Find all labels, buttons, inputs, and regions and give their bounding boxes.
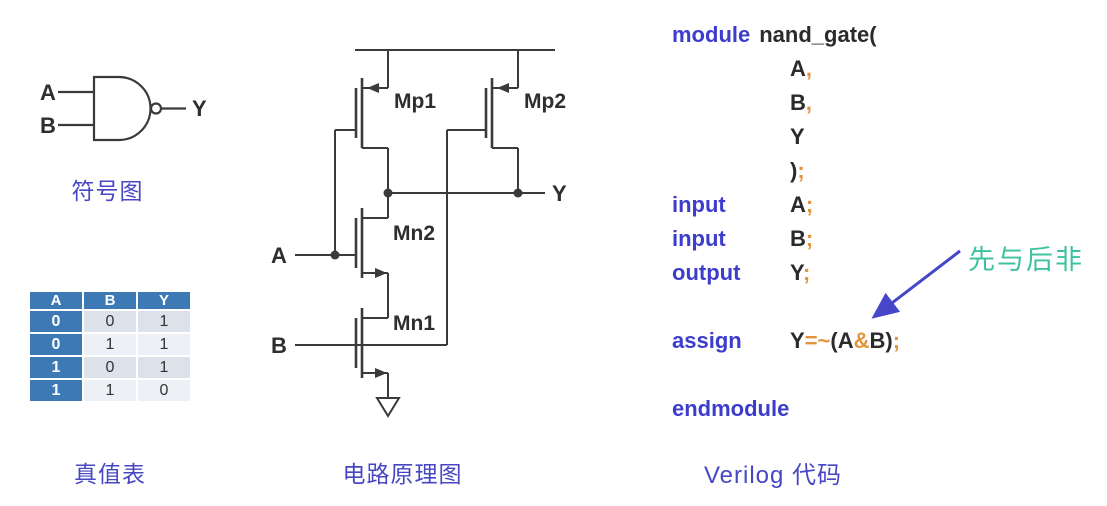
annotation-text: 先与后非 [968, 245, 1084, 275]
symbol-input-b-label: B [40, 113, 56, 138]
code-line: output Y; [672, 256, 900, 290]
code-token: B [790, 90, 806, 115]
code-line: input B; [672, 222, 900, 256]
nmos-mn1-transistor [354, 308, 389, 398]
table-cell: 1 [138, 357, 190, 378]
ground-icon [375, 397, 401, 418]
code-token: A [790, 192, 806, 217]
code-line: module nand_gate( [672, 18, 900, 52]
pmos-arrow-icon [367, 83, 379, 93]
truth-table-caption: 真值表 [74, 461, 146, 487]
code-keyword: assign [672, 328, 742, 353]
schematic-caption: 电路原理图 [342, 461, 463, 487]
code-token: ) [790, 158, 798, 183]
code-token: ; [892, 328, 901, 353]
junction-dot [513, 188, 523, 198]
code-token: Y [790, 124, 805, 149]
table-cell: 1 [84, 380, 136, 401]
code-line: Y [672, 120, 900, 154]
code-token: nand_gate( [759, 22, 877, 47]
symbol-input-a-label: A [40, 80, 56, 105]
table-row: 0 1 1 [30, 334, 190, 355]
table-cell: 0 [84, 357, 136, 378]
code-keyword: module [672, 22, 751, 47]
nmos-arrow-icon [375, 268, 387, 278]
truth-table: A B Y 0 0 1 0 1 1 1 0 1 1 1 0 [28, 290, 192, 403]
code-token: , [805, 90, 813, 115]
pmos-mp2-transistor [446, 50, 519, 345]
symbol-caption: 符号图 [71, 178, 144, 204]
code-token: ; [805, 226, 814, 251]
table-cell: 0 [84, 311, 136, 332]
code-token: A [790, 56, 806, 81]
mp2-label: Mp2 [524, 90, 566, 113]
table-row: 0 0 1 [30, 311, 190, 332]
code-token: , [805, 56, 813, 81]
code-keyword: input [672, 226, 726, 251]
truth-table-header: B [84, 292, 136, 309]
symbol-output-label: Y [192, 96, 207, 121]
code-blank-line [672, 358, 900, 392]
table-cell: 0 [138, 380, 190, 401]
table-row: 1 0 1 [30, 357, 190, 378]
mp1-label: Mp1 [394, 90, 436, 113]
code-token: Y [790, 328, 805, 353]
code-line: endmodule [672, 392, 900, 426]
code-keyword: output [672, 260, 741, 285]
code-token: =~ [804, 328, 831, 353]
code-token: ; [805, 192, 814, 217]
mn2-label: Mn2 [393, 222, 435, 245]
table-row: 1 1 0 [30, 380, 190, 401]
schematic-output-label: Y [552, 181, 567, 206]
table-cell: 1 [138, 311, 190, 332]
code-line: B, [672, 86, 900, 120]
table-cell: 1 [84, 334, 136, 355]
code-token: B) [869, 328, 893, 353]
table-cell: 1 [30, 357, 82, 378]
code-token: ; [797, 158, 805, 183]
input-a-wire [295, 130, 356, 260]
inversion-bubble-icon [149, 102, 163, 115]
cmos-nand-schematic: Mp1 Mp2 Mn2 Mn1 A B Y [271, 49, 567, 418]
table-cell: 0 [30, 311, 82, 332]
code-token: ; [803, 260, 811, 285]
code-keyword: input [672, 192, 726, 217]
nmos-mn2-transistor [354, 193, 389, 318]
schematic-input-b-label: B [271, 333, 287, 358]
code-line: ); [672, 154, 900, 188]
table-cell: 0 [30, 334, 82, 355]
nand-gate-body [92, 75, 152, 142]
truth-table-header: Y [138, 292, 190, 309]
mn1-label: Mn1 [393, 312, 435, 335]
code-keyword: endmodule [672, 396, 790, 421]
nmos-arrow-icon [375, 368, 387, 378]
pmos-mp1-transistor [335, 50, 389, 193]
annotation-arrow-icon [871, 249, 961, 319]
code-token: B [790, 226, 806, 251]
schematic-input-a-label: A [271, 243, 287, 268]
verilog-caption: Verilog 代码 [703, 462, 843, 489]
truth-table-header: A [30, 292, 82, 309]
table-cell: 1 [30, 380, 82, 401]
nand-symbol-diagram: A B Y [40, 75, 207, 142]
code-line: input A; [672, 188, 900, 222]
code-line: A, [672, 52, 900, 86]
pmos-arrow-icon [497, 83, 509, 93]
output-y-wire [383, 188, 545, 198]
code-token: & [853, 328, 870, 353]
table-cell: 1 [138, 334, 190, 355]
code-token: (A [830, 328, 854, 353]
truth-table-header-row: A B Y [30, 292, 190, 309]
code-line: assign Y=~(A&B); [672, 324, 900, 358]
code-token: Y [790, 260, 804, 285]
